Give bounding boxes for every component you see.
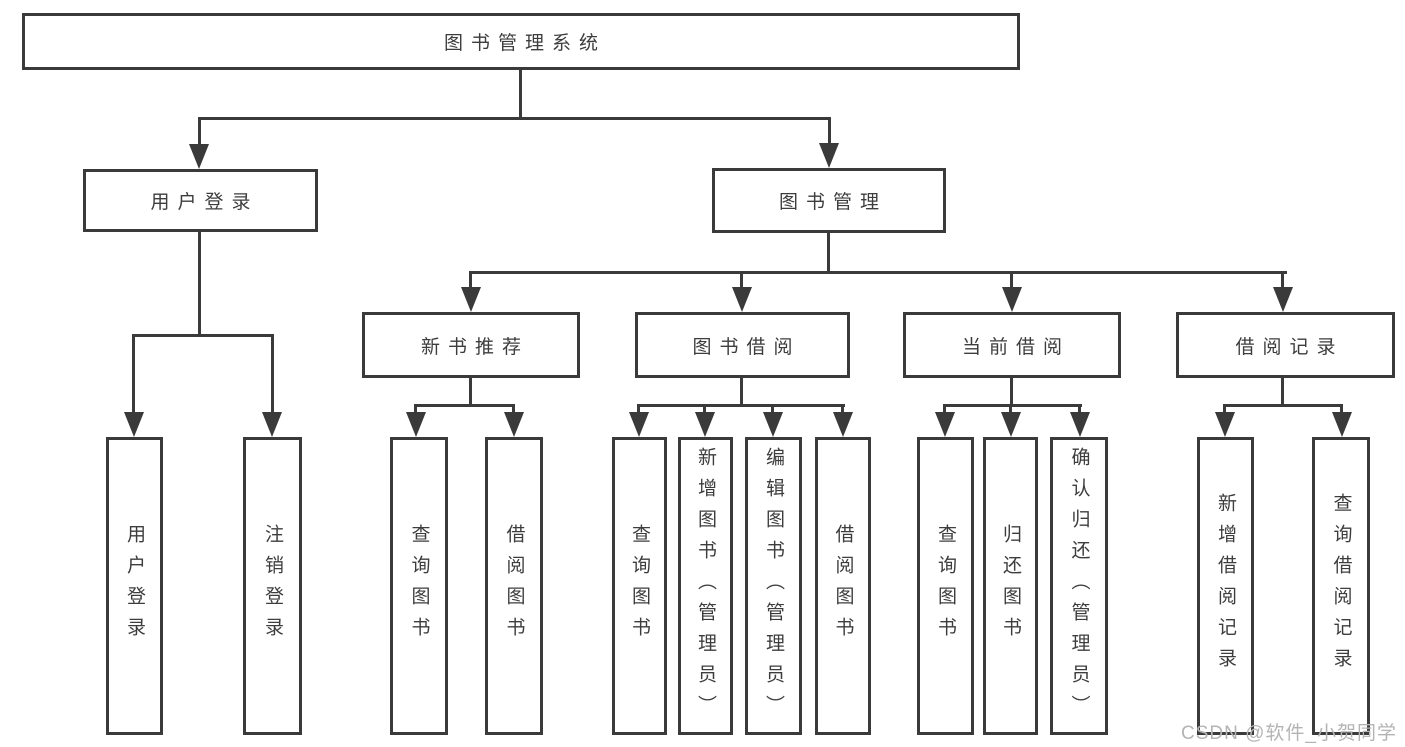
leaf-confirm-return-admin: 确认归还（管理员） [1050,437,1108,735]
connector-line [469,271,472,288]
connector-line [519,70,522,118]
node-label: 图书借阅 [692,336,801,358]
connector-line [414,404,417,413]
connector-line [132,334,274,337]
connector-line [1010,271,1013,288]
arrow-down-icon [763,412,783,437]
leaf-label: 查询借阅记录 [1330,493,1352,679]
leaf-label: 确认归还（管理员） [1068,446,1090,726]
arrow-down-icon [406,412,426,437]
connector-line [841,404,844,413]
node-root-label: 图书管理系统 [443,33,606,54]
node-book-management: 图书管理 [712,168,946,233]
connector-line [198,117,201,145]
arrow-down-icon [461,287,481,312]
node-label: 用户登录 [150,192,259,213]
node-root: 图书管理系统 [22,13,1020,70]
arrow-down-icon [1332,412,1352,437]
connector-line [771,404,774,413]
leaf-label: 新增图书（管理员） [695,446,716,726]
connector-line [1078,404,1081,413]
leaf-label: 借阅图书 [832,524,854,648]
connector-line [703,404,706,413]
leaf-label: 查询图书 [935,524,956,648]
leaf-borrow-books-recommend: 借阅图书 [485,437,543,735]
arrow-down-icon [819,143,839,168]
leaf-label: 查询图书 [629,524,650,648]
leaf-label: 编辑图书（管理员） [763,446,784,726]
connector-line [414,404,515,407]
connector-line [1223,404,1226,413]
leaf-add-borrow-record: 新增借阅记录 [1197,437,1254,735]
connector-line [637,404,845,407]
leaf-return-books: 归还图书 [983,437,1038,735]
connector-line [637,404,640,413]
connector-line [1010,378,1013,406]
connector-line [1281,271,1284,288]
leaf-label: 借阅图书 [503,524,525,648]
node-label: 借阅记录 [1235,336,1344,358]
leaf-label: 查询图书 [408,524,430,648]
arrow-down-icon [189,144,209,169]
arrow-down-icon [262,412,282,437]
leaf-user-login: 用户登录 [106,437,163,735]
leaf-logout: 注销登录 [243,437,302,735]
leaf-query-books-current: 查询图书 [917,437,974,735]
connector-line [469,271,1287,274]
connector-line [740,378,743,406]
connector-line [469,378,472,406]
connector-line [198,232,201,336]
connector-line [132,334,135,412]
node-user-login: 用户登录 [83,169,318,232]
leaf-edit-books-admin: 编辑图书（管理员） [745,437,802,735]
leaf-add-books-admin: 新增图书（管理员） [678,437,733,735]
connector-line [1340,404,1343,413]
connector-line [271,334,274,412]
node-label: 图书管理 [778,192,887,213]
node-book-borrowing: 图书借阅 [635,312,850,378]
arrow-down-icon [1273,287,1293,312]
connector-line [740,271,743,288]
arrow-down-icon [1002,287,1022,312]
leaf-label: 新增借阅记录 [1215,493,1236,679]
node-label: 当前借阅 [961,336,1070,358]
leaf-label: 归还图书 [1000,524,1021,648]
leaf-query-borrow-record: 查询借阅记录 [1312,437,1370,735]
node-current-borrowing: 当前借阅 [903,312,1121,378]
leaf-query-books-recommend: 查询图书 [390,437,448,735]
arrow-down-icon [1001,412,1021,437]
leaf-borrow-books: 借阅图书 [815,437,871,735]
arrow-down-icon [124,412,144,437]
arrow-down-icon [629,412,649,437]
arrow-down-icon [833,412,853,437]
connector-line [943,404,1082,407]
arrow-down-icon [732,287,752,312]
node-borrowing-records: 借阅记录 [1176,312,1395,378]
connector-line [1281,378,1284,406]
leaf-label: 用户登录 [124,524,145,648]
connector-line [512,404,515,413]
node-label: 新书推荐 [420,336,529,358]
arrow-down-icon [504,412,524,437]
arrow-down-icon [1070,412,1090,437]
connector-line [1009,404,1012,413]
node-new-book-recommend: 新书推荐 [362,312,580,378]
arrow-down-icon [695,412,715,437]
leaf-label: 注销登录 [262,524,283,648]
connector-line [828,117,831,144]
connector-line [827,233,830,273]
connector-line [1223,404,1343,407]
csdn-watermark: CSDN @软件_小贺同学 [1181,723,1397,744]
connector-line [943,404,946,413]
connector-line [198,117,831,120]
arrow-down-icon [1215,412,1235,437]
leaf-query-books-borrowing: 查询图书 [612,437,667,735]
arrow-down-icon [935,412,955,437]
